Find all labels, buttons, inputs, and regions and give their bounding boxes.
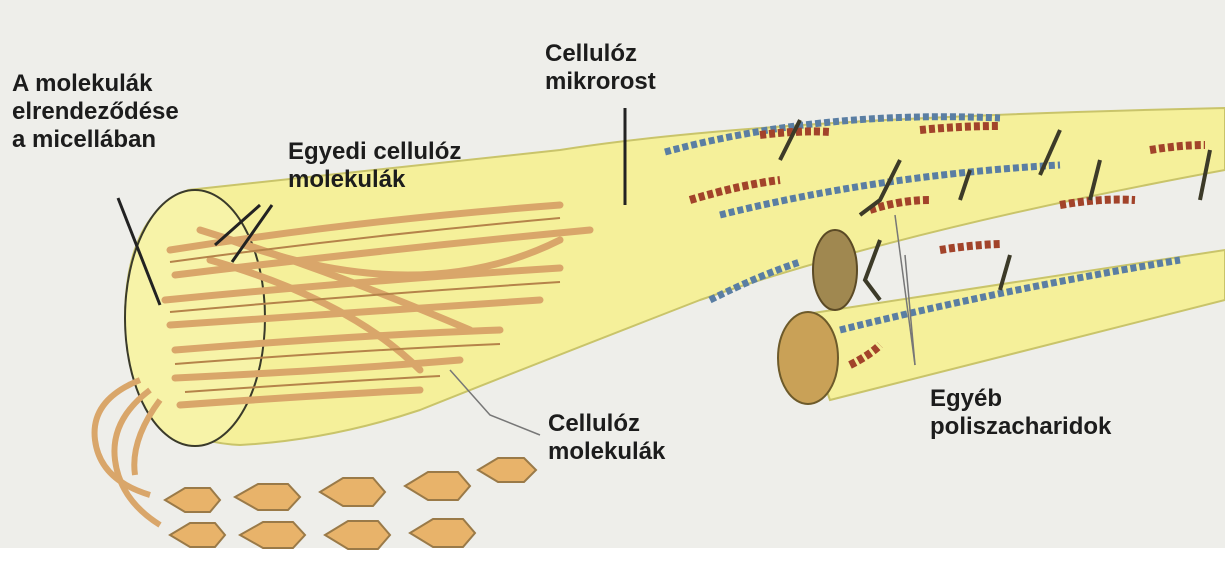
label-line: Cellulóz [548, 410, 665, 438]
branch-cut-end [813, 230, 857, 310]
label-line: a micellában [12, 126, 179, 154]
label-line: molekulák [288, 166, 461, 194]
label-molecule-arrangement: A molekulák elrendeződése a micellában [12, 70, 179, 154]
label-individual-cellulose-molecules: Egyedi cellulóz molekulák [288, 138, 461, 194]
label-line: mikrorost [545, 68, 656, 96]
label-line: Egyéb [930, 385, 1111, 413]
label-line: poliszacharidok [930, 413, 1111, 441]
label-line: molekulák [548, 438, 665, 466]
label-cellulose-molecules: Cellulóz molekulák [548, 410, 665, 466]
white-margin [0, 548, 1225, 570]
label-cellulose-microfibril: Cellulóz mikrorost [545, 40, 656, 96]
label-line: Cellulóz [545, 40, 656, 68]
secondary-fibril-cut-end [778, 312, 838, 404]
label-line: elrendeződése [12, 98, 179, 126]
label-line: A molekulák [12, 70, 179, 98]
label-other-polysaccharides: Egyéb poliszacharidok [930, 385, 1111, 441]
label-line: Egyedi cellulóz [288, 138, 461, 166]
